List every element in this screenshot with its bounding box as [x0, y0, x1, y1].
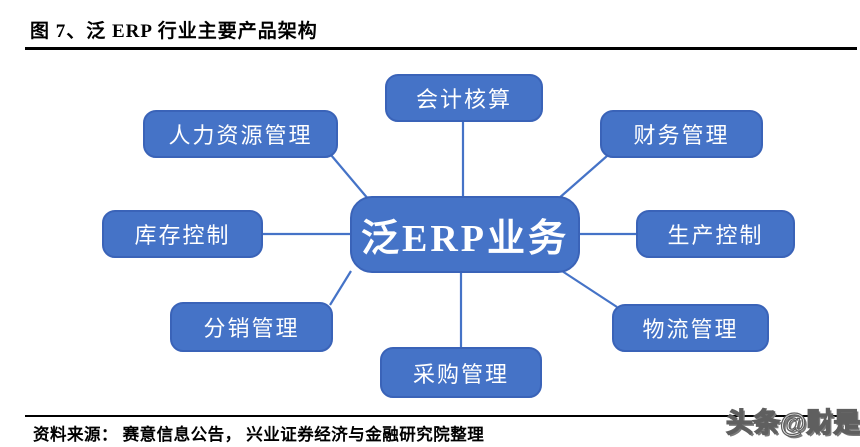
title-divider [25, 47, 857, 50]
node-distribution-management: 分销管理 [170, 302, 333, 352]
node-procurement-management: 采购管理 [380, 347, 542, 398]
edge-center-distribution [329, 270, 352, 306]
edge-center-finance [557, 155, 608, 200]
node-human-resources: 人力资源管理 [143, 110, 338, 158]
node-center-pan-erp: 泛ERP业务 [350, 196, 580, 273]
edge-center-hr [330, 154, 370, 201]
node-inventory-control: 库存控制 [102, 210, 263, 258]
footer-divider [25, 415, 851, 417]
node-logistics-management: 物流管理 [612, 304, 769, 352]
source-text: 资料来源： 赛意信息公告， 兴业证券经济与金融研究院整理 [33, 425, 485, 444]
watermark-text: 头条@财是 [725, 407, 860, 438]
edge-center-logistics [561, 270, 618, 308]
node-production-control: 生产控制 [636, 210, 795, 258]
node-financial-management: 财务管理 [600, 110, 763, 158]
node-accounting: 会计核算 [385, 74, 543, 122]
figure-title: 图 7、泛 ERP 行业主要产品架构 [30, 21, 318, 42]
